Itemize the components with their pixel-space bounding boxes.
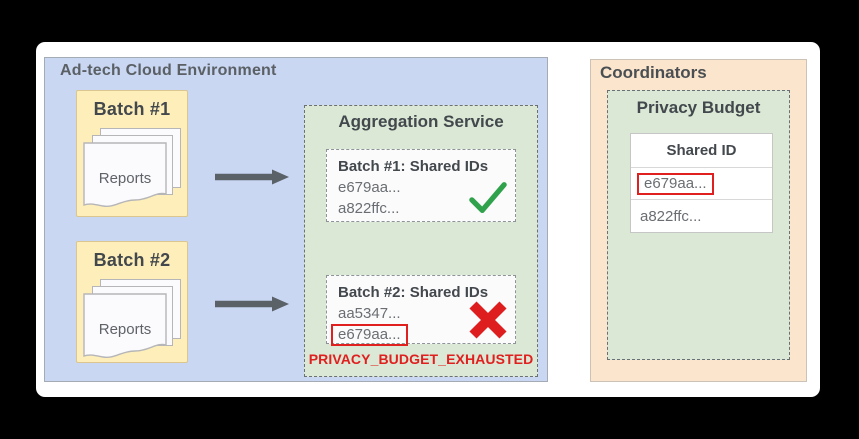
privacy-budget-exhausted-label: PRIVACY_BUDGET_EXHAUSTED (308, 351, 534, 367)
aggregation-service-title: Aggregation Service (338, 112, 504, 131)
batch-2-label: Batch #2 (93, 250, 171, 270)
document-page-icon (83, 142, 167, 208)
reports-label: Reports (98, 321, 152, 338)
highlighted-id-box: e679aa... (637, 172, 714, 195)
table-row: a822ffc... (640, 207, 702, 225)
diagram-card: Ad-tech Cloud Environment Batch #1 Repor… (36, 42, 820, 397)
coordinators-panel: Coordinators Privacy Budget Shared ID e6… (590, 59, 807, 382)
document-page-icon (83, 293, 167, 359)
success-check-icon (469, 182, 507, 213)
shared-id-table: Shared ID e679aa... a822ffc... (630, 133, 773, 233)
shared-id-value: aa5347... (338, 305, 401, 322)
privacy-budget-panel: Privacy Budget Shared ID e679aa... a822f… (607, 90, 790, 360)
privacy-budget-title: Privacy Budget (636, 98, 761, 117)
table-row: e679aa... (631, 168, 772, 200)
shared-id-value: e679aa... (338, 179, 401, 196)
batch-1-label: Batch #1 (93, 99, 171, 119)
result-title: Batch #1: Shared IDs (338, 158, 489, 175)
table-header: Shared ID (631, 134, 772, 168)
aggregation-service-panel: Aggregation Service Batch #1: Shared IDs… (304, 105, 538, 377)
environment-title: Ad-tech Cloud Environment (60, 62, 277, 79)
flow-arrow-icon (215, 169, 289, 185)
highlighted-id-box: e679aa... (331, 324, 408, 346)
batch-1-result-box: Batch #1: Shared IDs e679aa... a822ffc..… (326, 149, 516, 222)
shared-id-value: a822ffc... (338, 200, 400, 217)
coordinators-title: Coordinators (600, 63, 707, 82)
batch-2-box: Batch #2 Reports (76, 241, 188, 363)
batch-1-box: Batch #1 Reports (76, 90, 188, 217)
adtech-environment-panel: Ad-tech Cloud Environment Batch #1 Repor… (44, 57, 548, 382)
flow-arrow-icon (215, 296, 289, 312)
reports-stack-icon: Reports (83, 128, 183, 210)
error-x-icon (469, 301, 507, 339)
result-title: Batch #2: Shared IDs (338, 284, 489, 301)
reports-label: Reports (98, 170, 152, 187)
reports-stack-icon: Reports (83, 279, 183, 361)
batch-2-result-box: Batch #2: Shared IDs aa5347... e679aa... (326, 275, 516, 346)
